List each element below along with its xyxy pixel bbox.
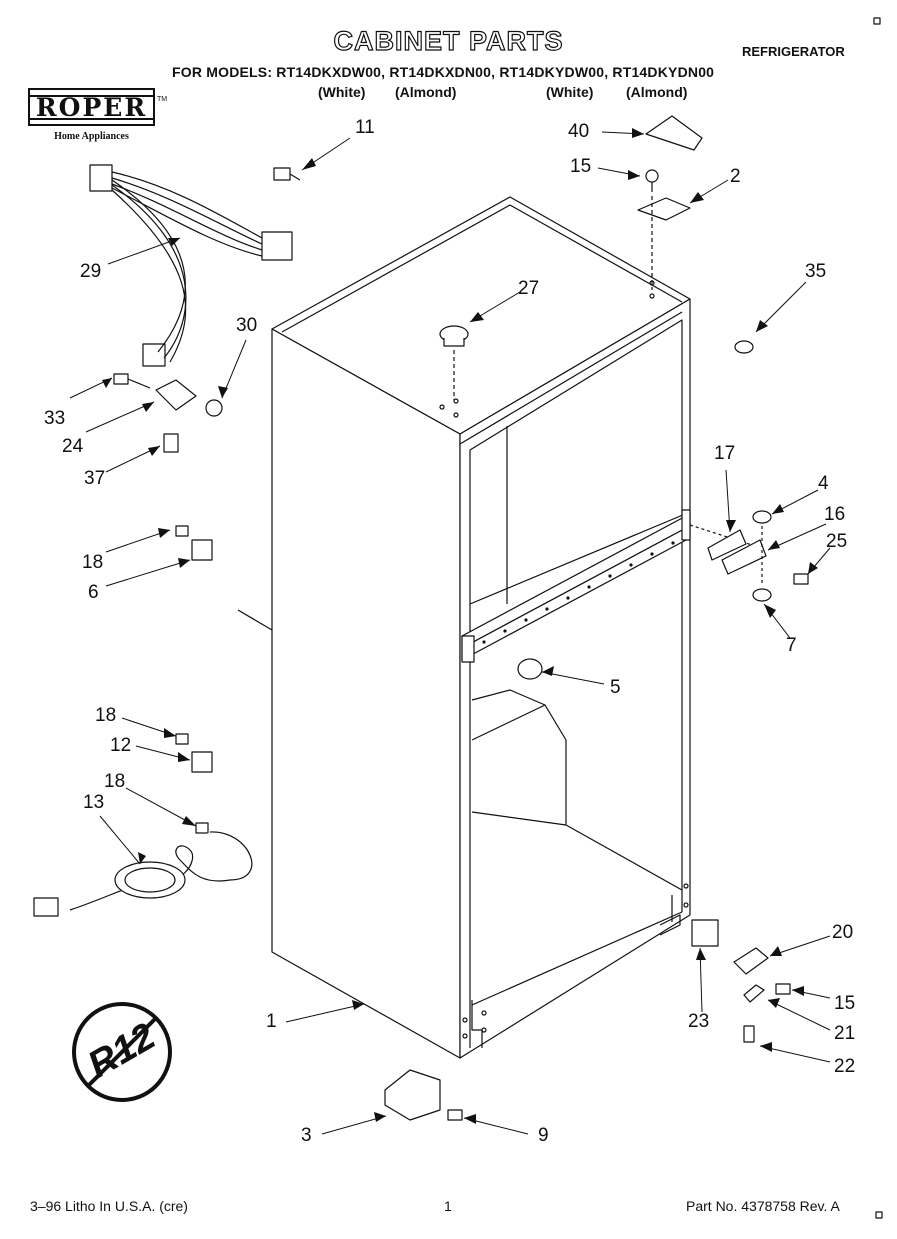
variant-label: (Almond) xyxy=(626,84,688,100)
arrow-heads xyxy=(102,128,818,1124)
appliance-type: REFRIGERATOR xyxy=(742,44,845,59)
brand-subtitle: Home Appliances xyxy=(54,131,129,142)
part-number: Part No. 4378758 Rev. A xyxy=(686,1198,840,1214)
callout-1: 1 xyxy=(266,1011,277,1032)
callout-23: 23 xyxy=(688,1011,710,1032)
callout-18: 18 xyxy=(82,552,104,573)
callout-18: 18 xyxy=(95,705,117,726)
callout-12: 12 xyxy=(110,735,132,756)
brand-logo xyxy=(28,88,155,126)
callout-13: 13 xyxy=(83,792,105,813)
footer-print-info: 3–96 Litho In U.S.A. (cre) xyxy=(30,1198,188,1214)
callout-27: 27 xyxy=(518,278,540,299)
r12-prohibited-badge xyxy=(72,1002,172,1102)
models-line: FOR MODELS: RT14DKXDW00, RT14DKXDN00, RT… xyxy=(172,64,715,80)
callout-7: 7 xyxy=(786,635,797,656)
callout-25: 25 xyxy=(826,531,848,552)
callout-20: 20 xyxy=(832,922,854,943)
callout-15: 15 xyxy=(834,993,856,1014)
callout-22: 22 xyxy=(834,1056,856,1077)
callout-5: 5 xyxy=(610,677,621,698)
callout-24: 24 xyxy=(62,436,84,457)
callout-15: 15 xyxy=(570,156,592,177)
page-number: 1 xyxy=(444,1198,452,1214)
callout-6: 6 xyxy=(88,582,99,603)
trademark-mark: TM xyxy=(157,96,168,103)
callout-35: 35 xyxy=(805,261,827,282)
callout-11: 11 xyxy=(355,117,375,138)
small-parts xyxy=(33,115,809,1121)
callout-9: 9 xyxy=(538,1125,549,1146)
callout-17: 17 xyxy=(714,443,736,464)
callout-21: 21 xyxy=(834,1023,856,1044)
callout-4: 4 xyxy=(818,473,829,494)
callout-40: 40 xyxy=(568,121,590,142)
mullion-rail xyxy=(461,509,753,663)
brand-name: ROPER xyxy=(35,93,148,122)
variant-label: (White) xyxy=(318,84,366,100)
cabinet-body xyxy=(237,196,691,1059)
callout-37: 37 xyxy=(84,468,106,489)
variant-label: (White) xyxy=(546,84,594,100)
variant-label: (Almond) xyxy=(395,84,457,100)
page-title: CABINET PARTS xyxy=(333,25,564,56)
callout-29: 29 xyxy=(80,261,102,282)
callout-18: 18 xyxy=(104,771,126,792)
callout-2: 2 xyxy=(730,166,741,187)
callout-3: 3 xyxy=(301,1125,312,1146)
callout-33: 33 xyxy=(44,408,66,429)
wiring-harness xyxy=(89,164,293,367)
callout-16: 16 xyxy=(824,504,846,525)
callout-30: 30 xyxy=(236,315,258,336)
